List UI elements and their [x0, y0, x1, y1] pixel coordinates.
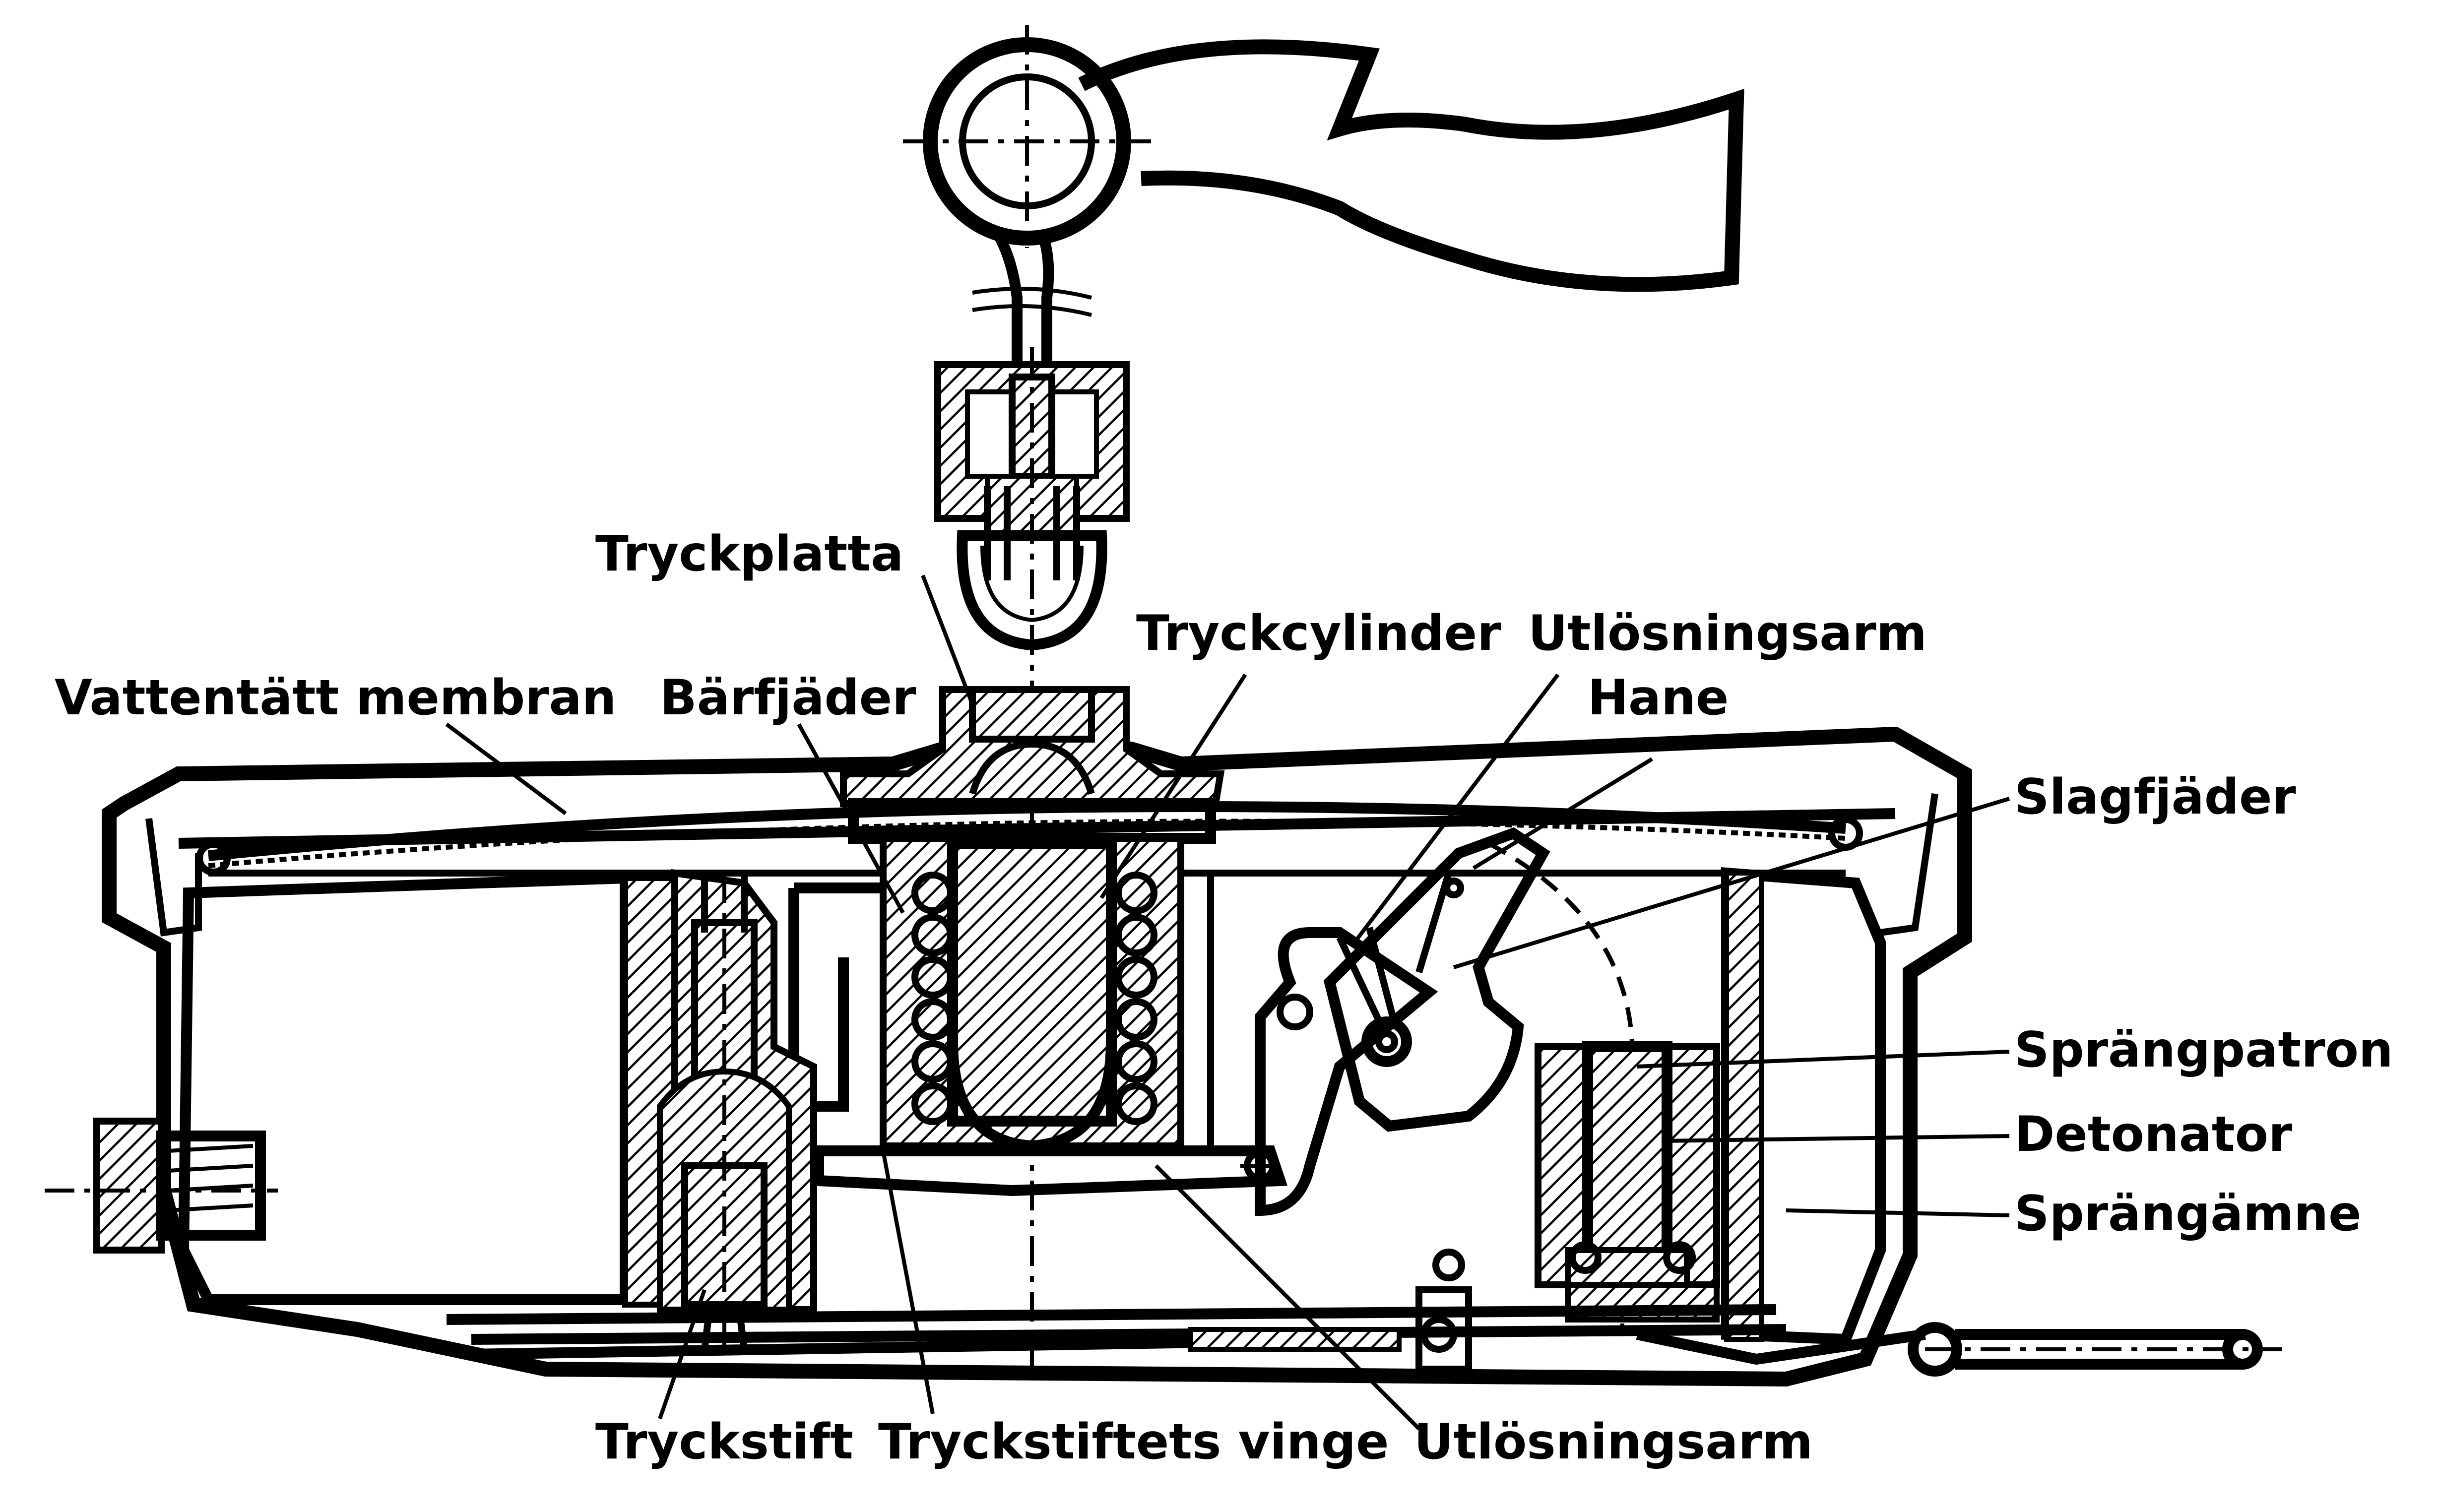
label-sprangpatron: Sprängpatron — [2014, 1022, 2393, 1078]
label-sprangamne: Sprängämne — [2014, 1186, 2362, 1242]
mine-body — [102, 726, 1972, 1387]
side-plug — [45, 1118, 278, 1254]
label-utlosningsarm-top: Utlösningsarm — [1528, 605, 1927, 662]
label-vattentatt-membran: Vattentätt membran — [55, 670, 616, 726]
hammer — [1323, 827, 1550, 1132]
firing-pin-assembly — [657, 869, 817, 1350]
explosive-fill-right — [1721, 867, 1886, 1345]
leader-lines — [445, 574, 2010, 1430]
release-arm-lower — [813, 1145, 1288, 1197]
label-tryckcylinder: Tryckcylinder — [1136, 605, 1501, 662]
label-detonator: Detonator — [2014, 1106, 2293, 1163]
label-utlosningsarm-bottom: Utlösningsarm — [1414, 1414, 1813, 1470]
label-hane: Hane — [1588, 670, 1729, 726]
label-tryckplatta: Tryckplatta — [595, 526, 903, 582]
label-tryckstiftets-vinge: Tryckstiftets vinge — [878, 1414, 1389, 1470]
bottom-linkage — [446, 1249, 2282, 1377]
detonator-housing — [1535, 1041, 1720, 1323]
hammer-arc — [1487, 841, 1635, 1047]
fuze-head — [934, 347, 1130, 1379]
pull-ring — [903, 25, 1151, 427]
labels: Tryckplatta Tryckcylinder Utlösningsarm … — [55, 526, 2393, 1470]
label-barfjader: Bärfjäder — [660, 670, 916, 726]
label-tryckstift: Tryckstift — [595, 1414, 853, 1470]
safety-ribbon — [1078, 39, 1744, 292]
label-slagfjader: Slagfjäder — [2014, 769, 2296, 825]
release-lever — [1240, 927, 1438, 1216]
bearing-spring — [911, 872, 1157, 1125]
